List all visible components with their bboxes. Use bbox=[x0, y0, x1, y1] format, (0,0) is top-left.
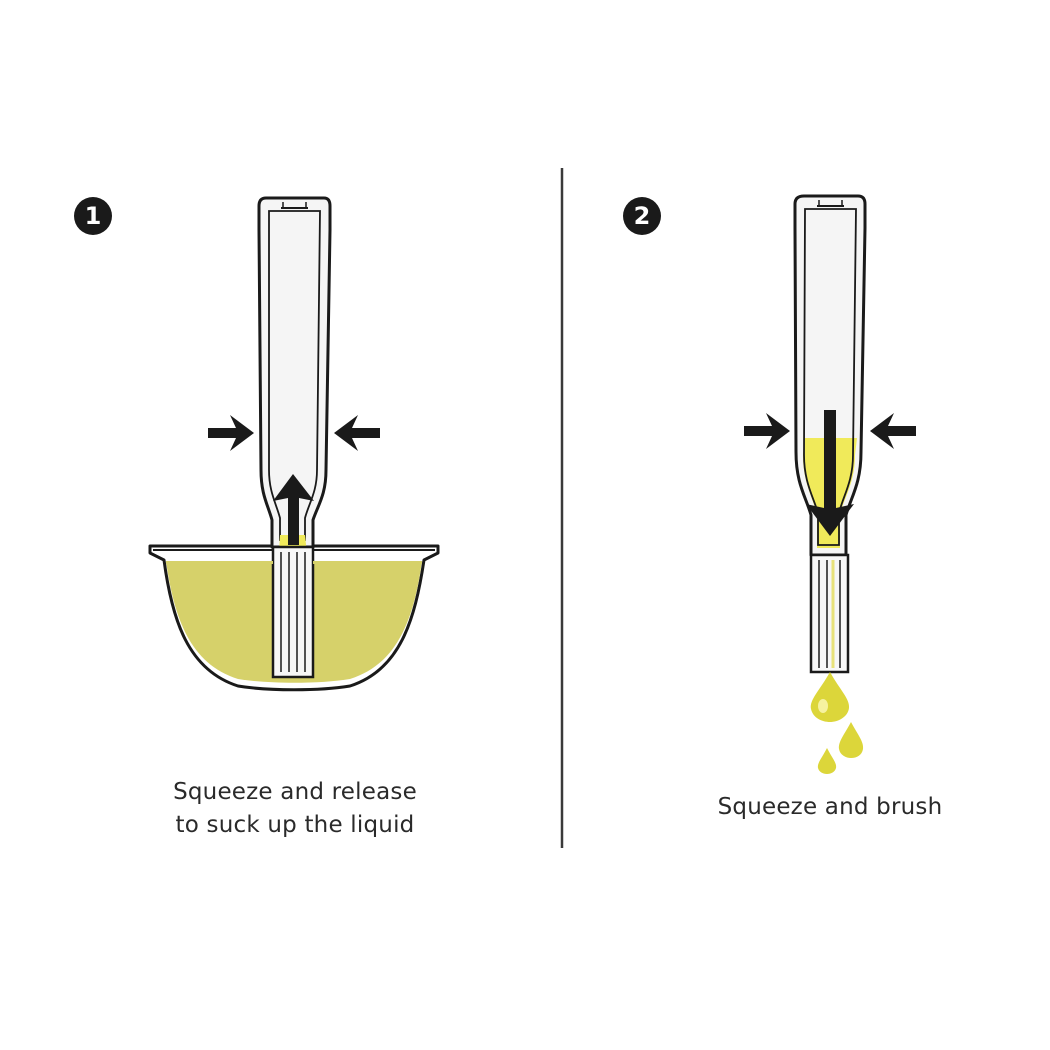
arrow-left-icon bbox=[870, 413, 916, 449]
caption-line: Squeeze and brush bbox=[717, 794, 943, 820]
arrow-right-icon bbox=[208, 415, 254, 451]
step-1-illustration bbox=[148, 196, 440, 692]
step-2-illustration bbox=[744, 194, 916, 774]
baster-brush-1 bbox=[166, 196, 422, 679]
bristles bbox=[271, 545, 315, 679]
caption-line: to suck up the liquid bbox=[175, 812, 415, 838]
caption-line: Squeeze and release bbox=[173, 779, 417, 805]
drop-small bbox=[817, 748, 837, 774]
step-1-badge: 1 bbox=[74, 197, 112, 235]
arrow-left-icon bbox=[334, 415, 380, 451]
step-2-badge: 2 bbox=[623, 197, 661, 235]
arrow-right-icon bbox=[744, 413, 790, 449]
drop-large bbox=[810, 672, 850, 722]
step-2-caption: Squeeze and brush bbox=[660, 791, 1000, 824]
arrow-up-icon bbox=[273, 474, 314, 545]
drop-medium bbox=[838, 722, 864, 758]
liquid-drops bbox=[810, 672, 864, 774]
step-1-caption: Squeeze and release to suck up the liqui… bbox=[120, 776, 470, 842]
baster-brush-2 bbox=[793, 194, 867, 674]
bristles bbox=[809, 553, 850, 674]
arrow-down-icon bbox=[806, 410, 854, 536]
